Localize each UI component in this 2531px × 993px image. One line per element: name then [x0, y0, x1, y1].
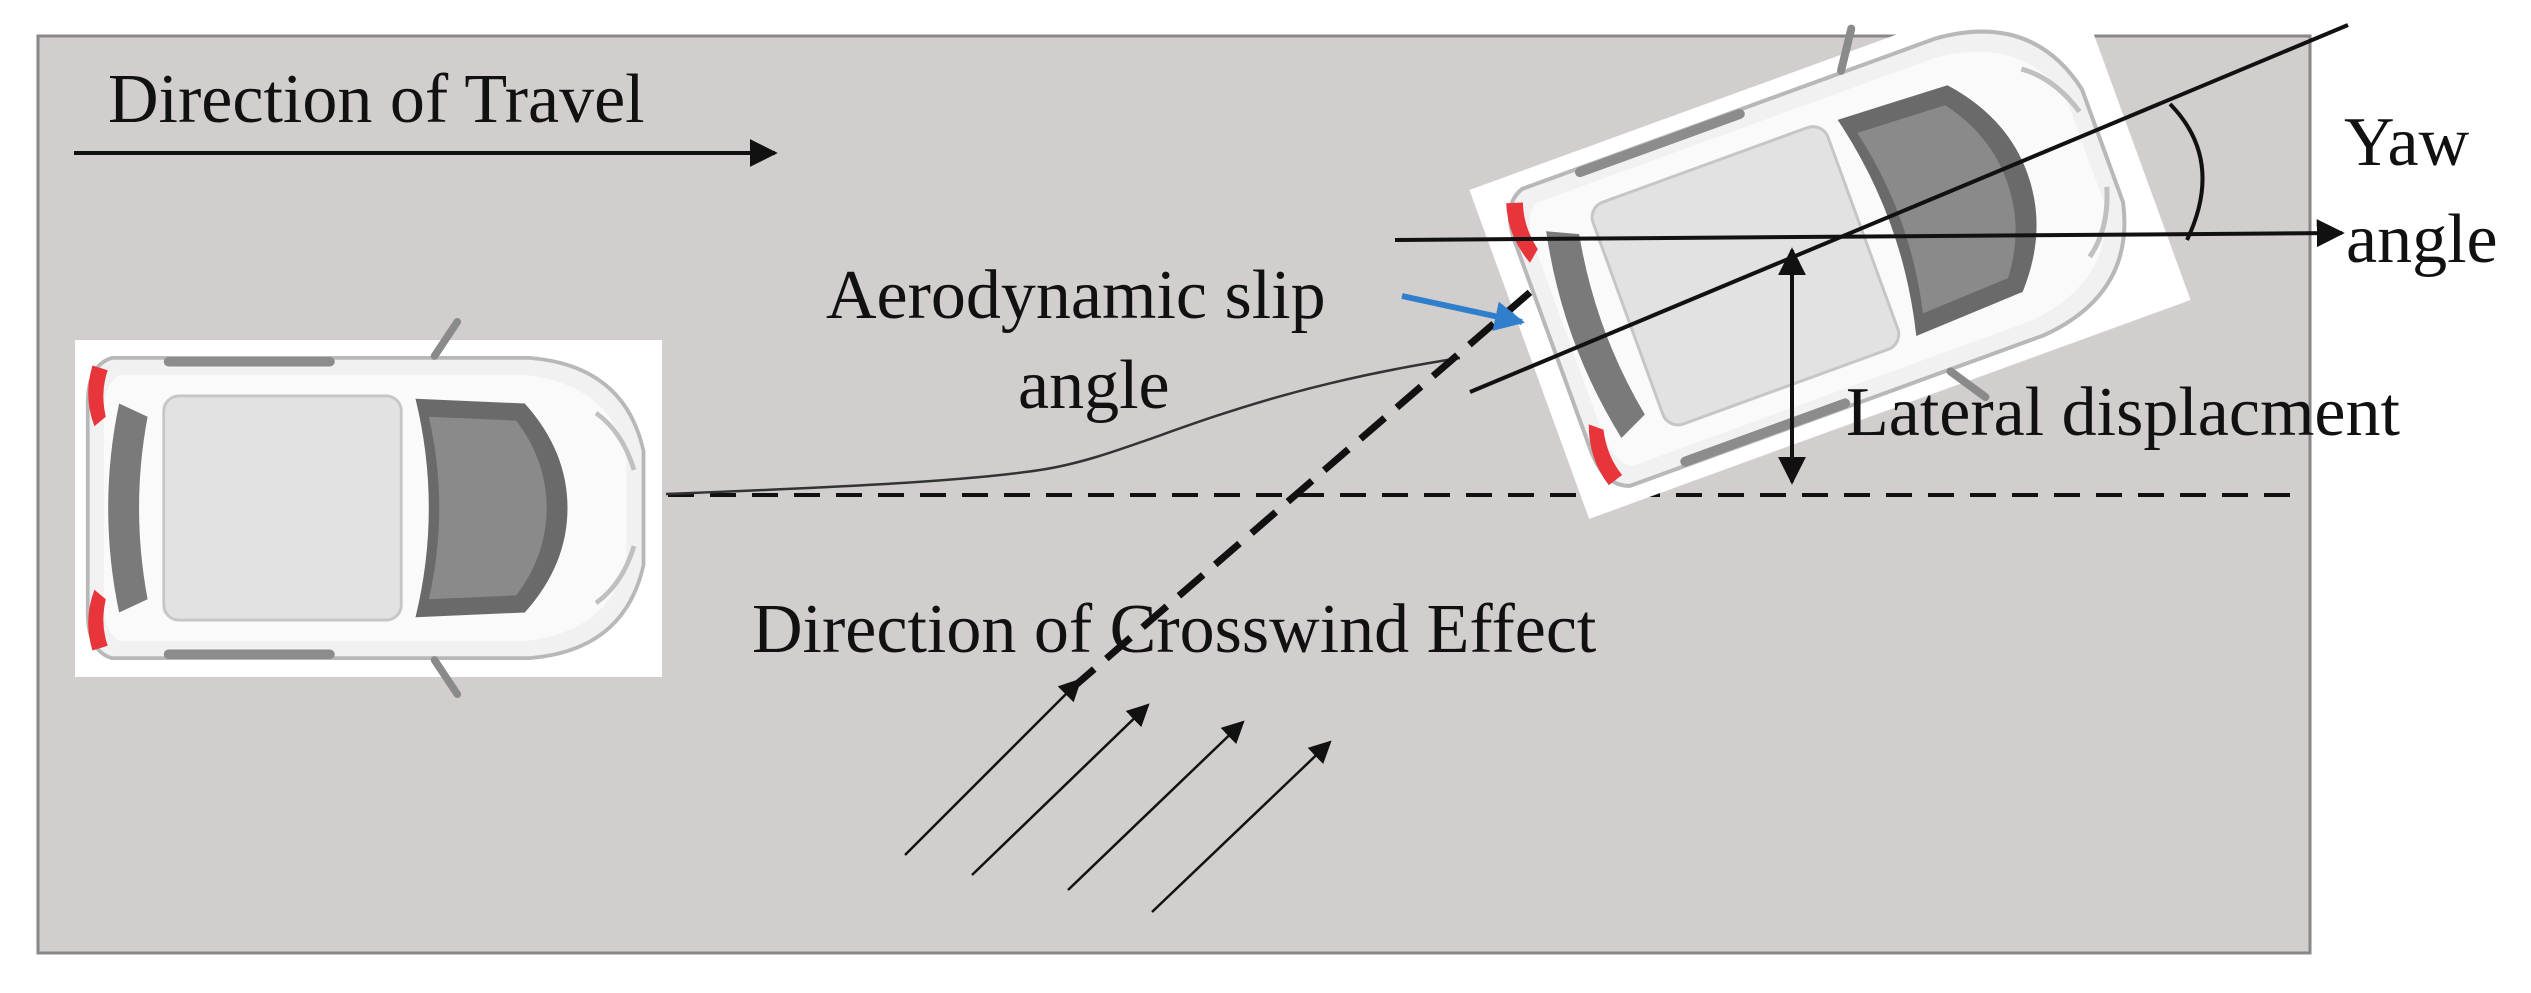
yaw-axis-line	[1469, 23, 2349, 394]
yaw-angle-label-2: angle	[2346, 201, 2498, 278]
yaw-angle-label-1: Yaw	[2344, 104, 2470, 181]
lateral-displacement-label: Lateral displacment	[1846, 374, 2400, 451]
slip-angle-label-2: angle	[1018, 347, 1170, 424]
car-top-view-icon	[88, 322, 644, 694]
wind-arrow	[904, 678, 1082, 856]
wind-arrow	[1151, 740, 1332, 913]
slip-angle-label-1: Aerodynamic slip	[826, 257, 1326, 334]
yaw-angle-arc	[2168, 102, 2205, 241]
wind-arrow	[1067, 720, 1245, 891]
crosswind-label: Direction of Crosswind Effect	[752, 591, 1597, 668]
slip-angle-pointer	[1401, 293, 1525, 331]
wind-arrow	[971, 703, 1150, 876]
direction-of-travel-label: Direction of Travel	[108, 61, 645, 138]
yaw-reference-arrow	[1394, 219, 2345, 248]
vehicle-trajectory	[665, 356, 1461, 496]
vehicle-displaced	[1469, 0, 2191, 539]
crosswind-direction-line	[1067, 285, 1538, 693]
